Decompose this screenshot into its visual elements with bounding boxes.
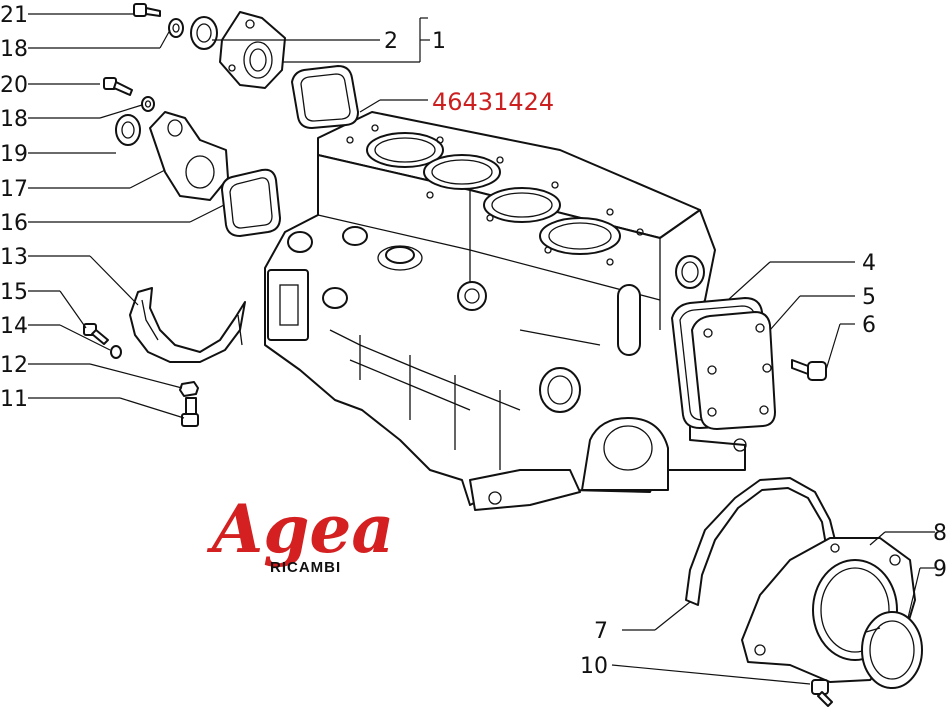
seal-ring-19 xyxy=(115,114,141,146)
front-cover-plate xyxy=(691,311,776,430)
label-5: 5 xyxy=(862,285,876,310)
bolt-11 xyxy=(181,397,199,427)
label-13: 13 xyxy=(0,245,28,270)
water-pump-housing-1 xyxy=(219,11,286,89)
label-14: 14 xyxy=(0,314,28,339)
agea-logo: Agea RICAMBI xyxy=(206,490,394,576)
label-17: 17 xyxy=(0,177,28,202)
engine-block xyxy=(264,111,747,511)
label-18-top: 18 xyxy=(0,37,28,62)
label-10: 10 xyxy=(580,654,608,679)
part-number-highlight: 46431424 xyxy=(432,88,554,116)
label-21: 21 xyxy=(0,3,28,28)
washer-18-mid xyxy=(141,96,155,112)
label-15: 15 xyxy=(0,280,28,305)
label-19: 19 xyxy=(0,142,28,167)
housing-gasket-46431424 xyxy=(291,65,359,129)
label-9: 9 xyxy=(933,557,947,582)
nut-12 xyxy=(179,381,199,397)
bolt-20 xyxy=(103,77,133,96)
label-6: 6 xyxy=(862,313,876,338)
label-8: 8 xyxy=(933,521,947,546)
logo-brand-text: Agea xyxy=(206,490,394,568)
label-18-mid: 18 xyxy=(0,107,28,132)
seal-ring-2 xyxy=(190,16,218,50)
label-16: 16 xyxy=(0,211,28,236)
logo-subtitle: RICAMBI xyxy=(270,559,341,576)
label-11: 11 xyxy=(0,387,28,412)
washer-14 xyxy=(110,345,122,359)
washer-18-top xyxy=(168,18,184,38)
oil-seal-9 xyxy=(861,611,923,689)
bolt-15 xyxy=(83,323,109,345)
label-4: 4 xyxy=(862,251,876,276)
label-1: 1 xyxy=(432,29,446,54)
bolt-10 xyxy=(811,679,833,707)
baffle-bracket-13 xyxy=(129,287,246,363)
front-cover-bolt xyxy=(791,359,827,381)
bolt-21 xyxy=(133,3,161,17)
label-2: 2 xyxy=(384,29,398,54)
label-7: 7 xyxy=(594,619,608,644)
callout-labels: 21 18 20 18 19 17 16 13 15 14 12 11 2 1 … xyxy=(0,3,947,679)
label-12: 12 xyxy=(0,353,28,378)
label-20: 20 xyxy=(0,73,28,98)
housing-17 xyxy=(149,111,229,201)
leader-lines xyxy=(28,13,935,685)
gasket-16 xyxy=(221,168,281,237)
